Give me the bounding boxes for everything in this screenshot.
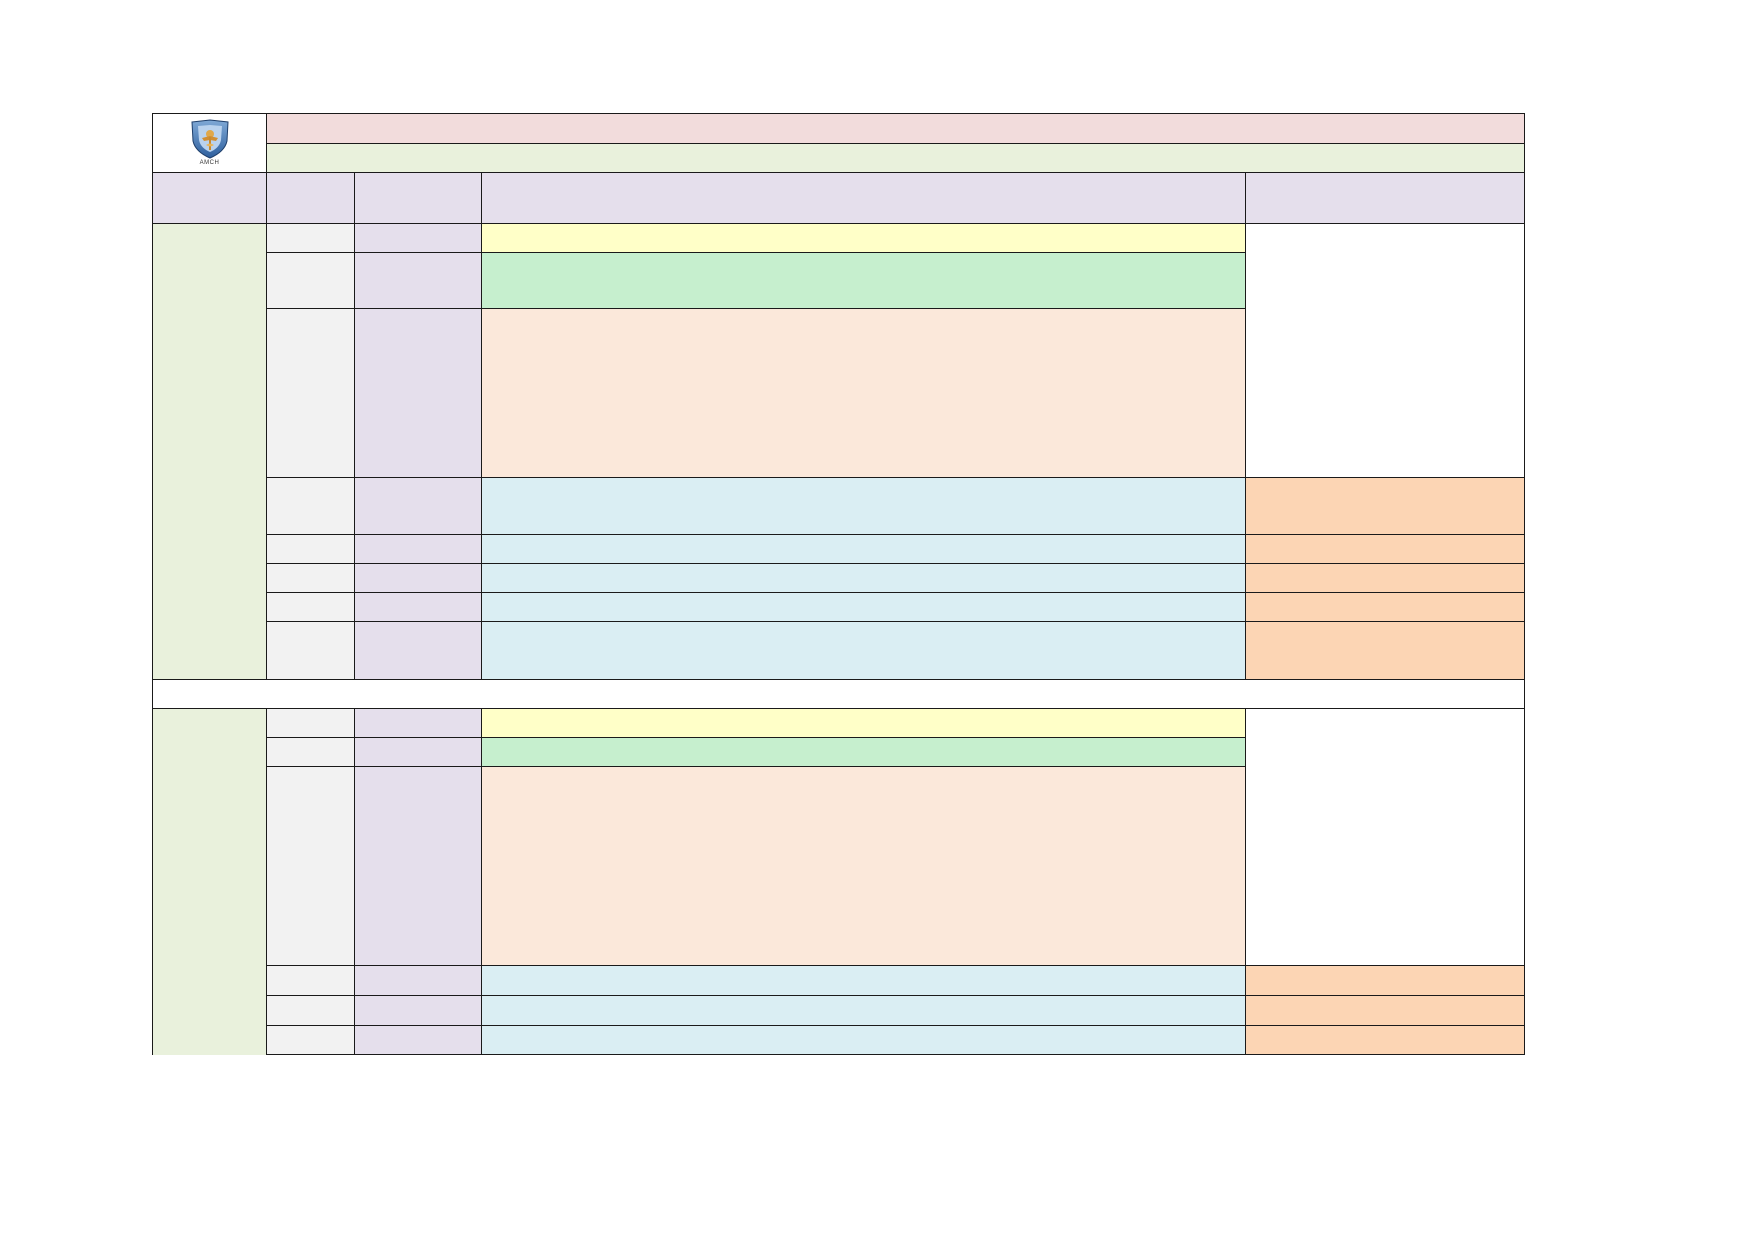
time-cell — [266, 563, 355, 593]
remark-cell — [1245, 621, 1525, 680]
shield-logo-icon — [190, 118, 229, 159]
time-cell — [266, 252, 355, 309]
remark-cell — [1245, 477, 1525, 535]
activity-cell — [481, 308, 1246, 478]
time-cell — [266, 995, 355, 1026]
time-cell — [266, 737, 355, 767]
category-cell — [354, 534, 482, 564]
category-cell — [354, 1025, 482, 1055]
activity-cell — [481, 223, 1246, 253]
activity-cell — [481, 737, 1246, 767]
category-cell — [354, 766, 482, 966]
activity-cell — [481, 965, 1246, 996]
category-cell — [354, 708, 482, 738]
remark-cell — [1245, 965, 1525, 996]
remark-cell — [1245, 534, 1525, 564]
activity-cell — [481, 708, 1246, 738]
remark-cell — [1245, 563, 1525, 593]
activity-cell — [481, 252, 1246, 309]
remark-cell — [1245, 995, 1525, 1026]
category-cell — [354, 621, 482, 680]
time-cell — [266, 592, 355, 622]
column-header-day — [152, 172, 267, 224]
day-group-cell — [152, 223, 267, 680]
activity-cell — [481, 592, 1246, 622]
category-cell — [354, 737, 482, 767]
category-cell — [354, 592, 482, 622]
merged-remark-cell — [1245, 708, 1525, 966]
activity-cell — [481, 1025, 1246, 1055]
time-cell — [266, 621, 355, 680]
time-cell — [266, 534, 355, 564]
category-cell — [354, 308, 482, 478]
day-group-cell — [152, 708, 267, 1055]
time-cell — [266, 477, 355, 535]
time-cell — [266, 766, 355, 966]
column-header-remarks — [1245, 172, 1525, 224]
column-header-time — [266, 172, 355, 224]
time-cell — [266, 1025, 355, 1055]
activity-cell — [481, 477, 1246, 535]
category-cell — [354, 477, 482, 535]
logo-text: AMCH — [199, 159, 220, 166]
activity-cell — [481, 766, 1246, 966]
category-cell — [354, 995, 482, 1026]
category-cell — [354, 252, 482, 309]
remark-cell — [1245, 1025, 1525, 1055]
activity-cell — [481, 995, 1246, 1026]
logo-cell: AMCH — [152, 113, 267, 173]
time-cell — [266, 308, 355, 478]
section-separator-row — [152, 679, 1525, 709]
merged-remark-cell — [1245, 223, 1525, 478]
column-header-activity — [481, 172, 1246, 224]
time-cell — [266, 708, 355, 738]
category-cell — [354, 223, 482, 253]
column-header-category — [354, 172, 482, 224]
sheet-subtitle — [266, 143, 1525, 173]
activity-cell — [481, 621, 1246, 680]
activity-cell — [481, 563, 1246, 593]
category-cell — [354, 965, 482, 996]
sheet-title — [266, 113, 1525, 144]
time-cell — [266, 223, 355, 253]
time-cell — [266, 965, 355, 996]
activity-cell — [481, 534, 1246, 564]
remark-cell — [1245, 592, 1525, 622]
category-cell — [354, 563, 482, 593]
